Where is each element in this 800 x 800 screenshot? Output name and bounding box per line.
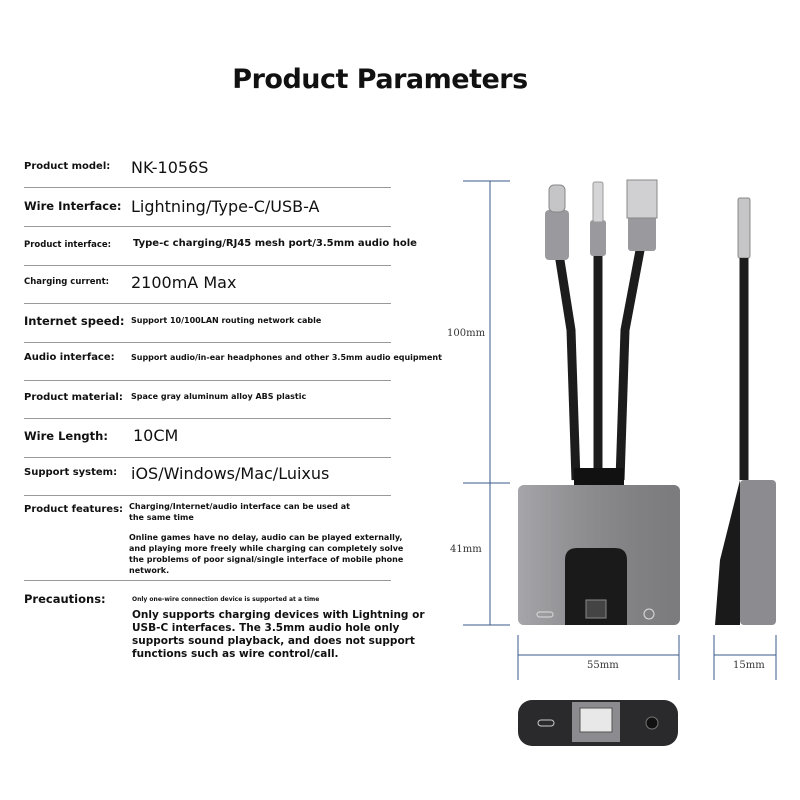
label-wire-length: Wire Length:	[24, 429, 108, 443]
divider	[24, 495, 391, 496]
adapter-front	[518, 179, 680, 625]
label-precautions: Precautions:	[24, 592, 106, 606]
value-model: NK-1056S	[131, 158, 209, 177]
value-product-interface: Type-c charging/RJ45 mesh port/3.5mm aud…	[133, 238, 417, 249]
divider	[24, 265, 391, 266]
divider	[24, 187, 391, 188]
divider	[24, 303, 391, 304]
label-product-features: Product features:	[24, 504, 124, 515]
value-wire-interface: Lightning/Type-C/USB-A	[131, 197, 320, 216]
divider	[24, 342, 391, 343]
dimension-lines	[463, 180, 777, 680]
divider	[24, 226, 391, 227]
label-audio-interface: Audio interface:	[24, 352, 115, 363]
label-internet-speed: Internet speed:	[24, 314, 125, 328]
label-model: Product model:	[24, 161, 111, 172]
features-text-1: Charging/Internet/audio interface can be…	[129, 502, 350, 522]
precautions-text-1: Only one-wire connection device is suppo…	[132, 596, 320, 603]
divider	[24, 580, 391, 581]
divider	[24, 457, 391, 458]
divider	[24, 380, 391, 381]
label-product-interface: Product interface:	[24, 240, 112, 250]
adapter-side	[715, 197, 776, 625]
label-support-system: Support system:	[24, 467, 118, 478]
value-product-material: Space gray aluminum alloy ABS plastic	[131, 392, 307, 401]
label-wire-interface: Wire Interface:	[24, 199, 122, 213]
dimension-width: 55mm	[587, 660, 619, 671]
value-charging-current: 2100mA Max	[131, 273, 237, 292]
value-internet-speed: Support 10/100LAN routing network cable	[131, 316, 322, 325]
dimension-depth: 15mm	[733, 660, 765, 671]
divider	[24, 418, 391, 419]
adapter-bottom-view	[518, 700, 678, 746]
precautions-text-2: Only supports charging devices with Ligh…	[132, 609, 425, 660]
page-title: Product Parameters	[232, 64, 528, 95]
dimension-body-height: 41mm	[450, 544, 482, 555]
value-wire-length: 10CM	[133, 426, 179, 445]
value-support-system: iOS/Windows/Mac/Luixus	[131, 464, 330, 483]
features-text-2: Online games have no delay, audio can be…	[129, 533, 404, 575]
label-product-material: Product material:	[24, 392, 123, 403]
value-audio-interface: Support audio/in-ear headphones and othe…	[131, 353, 442, 362]
label-charging-current: Charging current:	[24, 277, 110, 287]
dimension-cable-height: 100mm	[447, 328, 486, 339]
